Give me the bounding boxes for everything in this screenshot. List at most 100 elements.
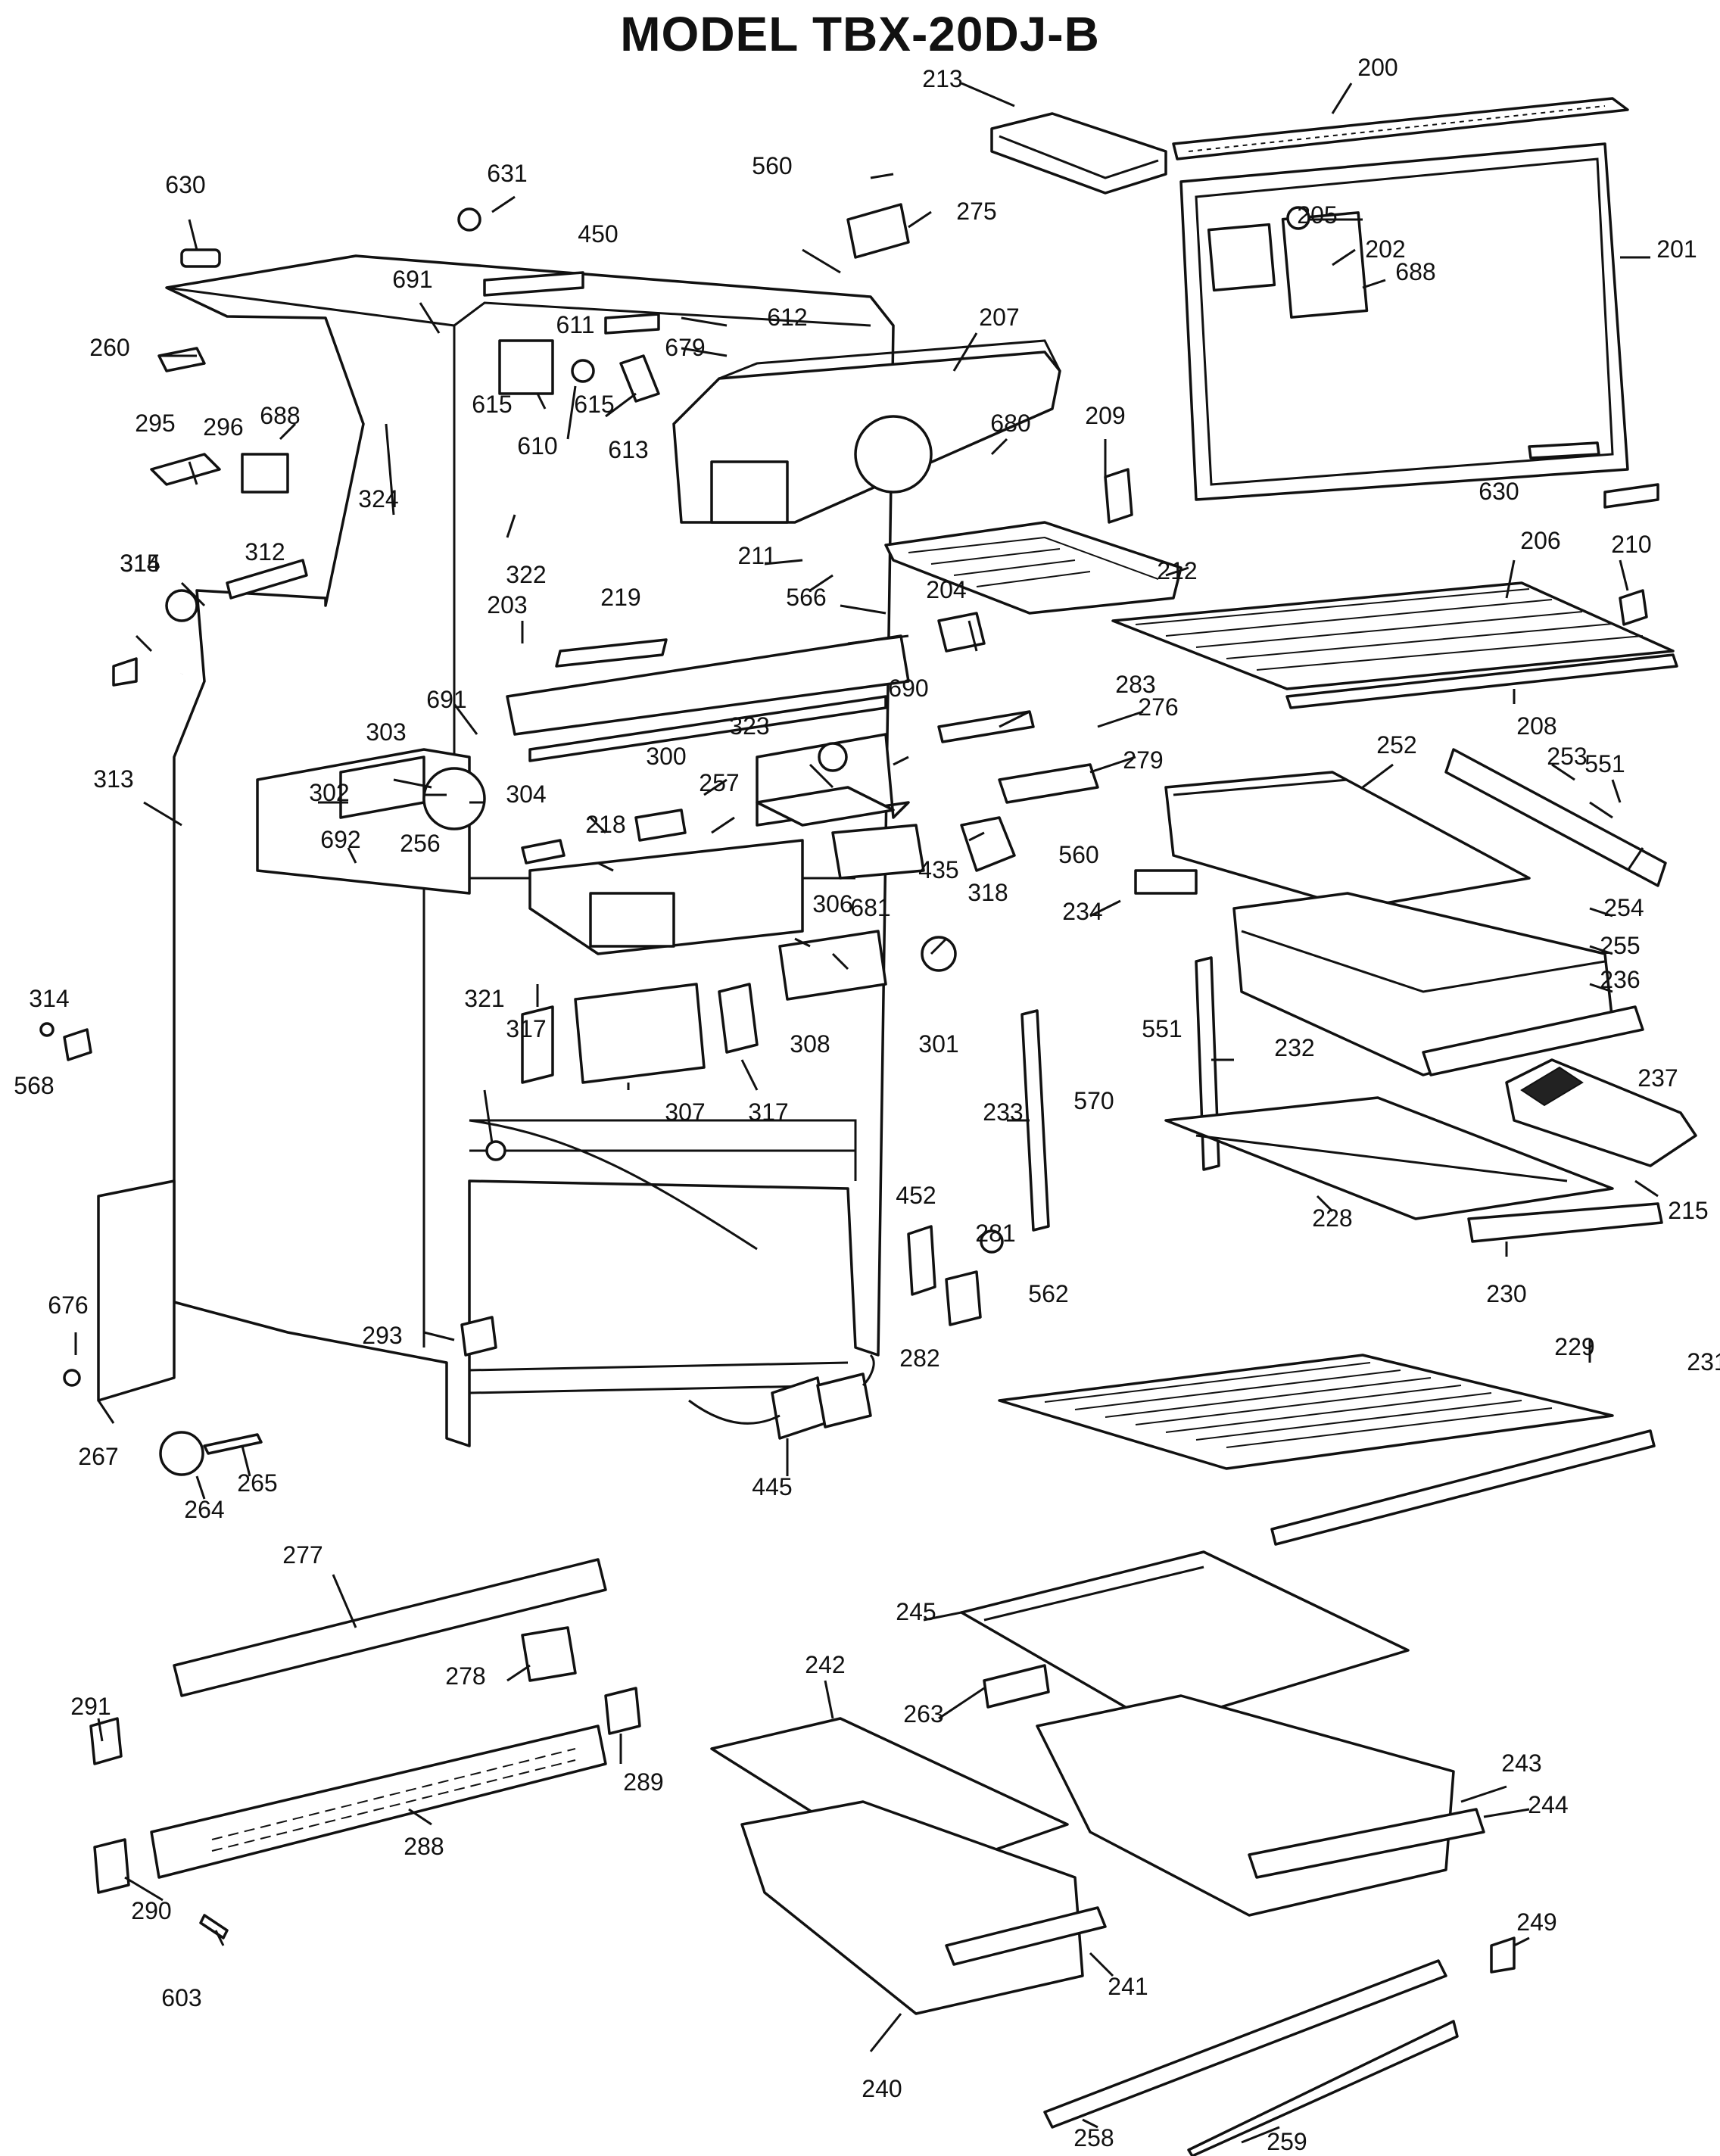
part-label-435: 435 bbox=[918, 856, 958, 883]
part-label-243: 243 bbox=[1501, 1749, 1541, 1777]
part-label-242: 242 bbox=[805, 1651, 845, 1678]
part-label-265: 265 bbox=[237, 1469, 277, 1497]
button-205 bbox=[1286, 206, 1310, 230]
wire-shelf-206 bbox=[1111, 581, 1675, 690]
part-label-681: 681 bbox=[850, 894, 890, 921]
rail-277 bbox=[173, 1558, 607, 1697]
part-label-630: 630 bbox=[1479, 478, 1519, 505]
part-label-233: 233 bbox=[983, 1098, 1023, 1126]
part-label-277: 277 bbox=[282, 1541, 322, 1569]
kick-grille-288 bbox=[150, 1724, 607, 1879]
part-label-279: 279 bbox=[1123, 746, 1163, 774]
part-label-201: 201 bbox=[1656, 235, 1697, 263]
part-label-283: 283 bbox=[1115, 671, 1155, 698]
handle-241 bbox=[945, 1906, 1107, 1966]
part-label-228: 228 bbox=[1312, 1204, 1352, 1232]
part-label-275: 275 bbox=[956, 198, 996, 225]
part-label-276: 276 bbox=[1138, 693, 1178, 721]
part-label-322: 322 bbox=[506, 561, 546, 588]
freezer-shelf-212 bbox=[884, 521, 1182, 615]
part-label-293: 293 bbox=[362, 1322, 402, 1349]
part-label-610: 610 bbox=[517, 432, 557, 460]
part-label-209: 209 bbox=[1085, 402, 1125, 429]
part-label-229: 229 bbox=[1554, 1333, 1594, 1360]
part-label-692: 692 bbox=[320, 826, 360, 853]
part-label-452: 452 bbox=[896, 1182, 936, 1209]
part-label-259: 259 bbox=[1267, 2128, 1307, 2155]
part-label-300: 300 bbox=[646, 743, 686, 770]
part-label-202: 202 bbox=[1365, 235, 1405, 263]
wire-shelf-229 bbox=[998, 1354, 1614, 1470]
control-label-202 bbox=[1281, 211, 1369, 319]
part-label-688: 688 bbox=[1395, 258, 1435, 285]
channel-233 bbox=[1020, 1009, 1050, 1232]
part-label-291: 291 bbox=[70, 1693, 111, 1720]
part-label-568: 568 bbox=[14, 1072, 54, 1099]
crisper-cover-252 bbox=[1164, 771, 1531, 910]
part-label-615: 615 bbox=[472, 391, 512, 418]
part-label-315: 315 bbox=[120, 550, 160, 577]
model-title: MODEL TBX-20DJ-B bbox=[620, 7, 1100, 61]
part-label-210: 210 bbox=[1611, 531, 1651, 558]
part-label-691: 691 bbox=[392, 266, 432, 293]
part-label-306: 306 bbox=[812, 890, 852, 918]
part-label-212: 212 bbox=[1157, 557, 1197, 584]
part-label-240: 240 bbox=[862, 2075, 902, 2102]
part-label-288: 288 bbox=[404, 1833, 444, 1860]
part-label-321: 321 bbox=[464, 985, 504, 1012]
fan-opening bbox=[854, 415, 933, 494]
part-label-234: 234 bbox=[1062, 898, 1102, 925]
part-label-445: 445 bbox=[752, 1473, 792, 1500]
part-label-241: 241 bbox=[1108, 1973, 1148, 2000]
rail-259 bbox=[1187, 2020, 1459, 2156]
bracket-249 bbox=[1490, 1936, 1516, 1974]
part-label-237: 237 bbox=[1637, 1064, 1678, 1092]
part-label-264: 264 bbox=[184, 1496, 224, 1523]
part-label-218: 218 bbox=[585, 811, 625, 838]
shelf-trim-231 bbox=[1270, 1429, 1656, 1546]
part-label-278: 278 bbox=[445, 1662, 485, 1690]
part-label-207: 207 bbox=[979, 304, 1019, 331]
part-label-691: 691 bbox=[426, 686, 466, 713]
part-label-302: 302 bbox=[309, 779, 349, 806]
part-label-296: 296 bbox=[203, 413, 243, 441]
crisper-drawer-243 bbox=[1036, 1694, 1455, 1917]
part-label-679: 679 bbox=[665, 334, 705, 361]
part-label-255: 255 bbox=[1600, 932, 1640, 959]
handle-237 bbox=[1422, 1005, 1644, 1076]
part-label-450: 450 bbox=[578, 220, 618, 248]
part-label-230: 230 bbox=[1486, 1280, 1526, 1307]
part-label-307: 307 bbox=[665, 1098, 705, 1126]
part-label-690: 690 bbox=[888, 675, 928, 702]
part-label-312: 312 bbox=[245, 538, 285, 565]
part-label-231: 231 bbox=[1687, 1348, 1720, 1376]
part-label-213: 213 bbox=[922, 65, 962, 92]
part-label-318: 318 bbox=[968, 879, 1008, 906]
part-label-630: 630 bbox=[165, 171, 205, 198]
part-label-314: 314 bbox=[29, 985, 69, 1012]
part-label-257: 257 bbox=[699, 769, 739, 796]
rail-203 bbox=[506, 634, 910, 736]
part-label-313: 313 bbox=[93, 765, 133, 793]
bar-263 bbox=[983, 1664, 1050, 1709]
part-label-256: 256 bbox=[400, 830, 440, 857]
shelf-rail-208 bbox=[1285, 653, 1678, 709]
channel-218 bbox=[528, 695, 887, 762]
part-label-281: 281 bbox=[975, 1220, 1015, 1247]
part-label-612: 612 bbox=[767, 304, 807, 331]
part-label-611: 611 bbox=[556, 311, 594, 338]
part-label-566: 566 bbox=[786, 584, 826, 611]
part-label-308: 308 bbox=[790, 1030, 830, 1058]
part-label-551: 551 bbox=[1584, 750, 1625, 777]
part-label-263: 263 bbox=[903, 1700, 943, 1728]
part-label-260: 260 bbox=[89, 334, 129, 361]
part-label-317: 317 bbox=[748, 1098, 788, 1126]
crisper-drawer-240 bbox=[740, 1800, 1084, 2015]
part-label-562: 562 bbox=[1028, 1280, 1068, 1307]
part-label-301: 301 bbox=[918, 1030, 958, 1058]
part-label-324: 324 bbox=[358, 485, 398, 513]
rail-258 bbox=[1043, 1959, 1447, 2129]
side-panel-267 bbox=[97, 1179, 176, 1402]
part-label-267: 267 bbox=[78, 1443, 118, 1470]
